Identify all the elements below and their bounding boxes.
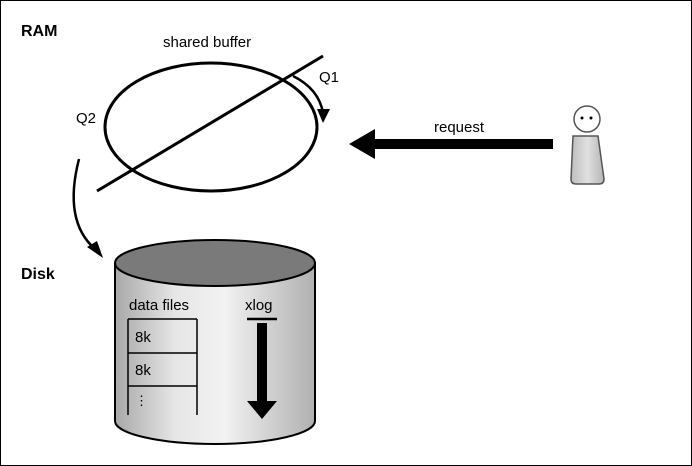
ram-label: RAM: [21, 23, 57, 40]
buffer-slash-line: [96, 54, 324, 193]
data-block-1: 8k: [135, 329, 151, 346]
disk-label: Disk: [21, 266, 55, 283]
q2-arrowhead: [87, 241, 103, 258]
data-block-more: ⋮: [135, 393, 148, 408]
data-block-2: 8k: [135, 362, 151, 379]
xlog-arrow-shaft: [257, 323, 267, 403]
shared-buffer-label: shared buffer: [163, 34, 251, 51]
request-arrowhead: [349, 129, 375, 159]
data-files-label: data files: [129, 297, 189, 314]
shared-buffer-ellipse: [103, 61, 319, 193]
xlog-arrowhead: [247, 401, 277, 419]
request-arrow-shaft: [373, 139, 553, 149]
q1-label: Q1: [319, 69, 339, 86]
xlog-label: xlog: [245, 297, 273, 314]
q2-arrow: [72, 158, 96, 250]
data-file-blocks: [127, 318, 198, 415]
request-label: request: [434, 119, 485, 136]
q1-arrowhead: [317, 109, 330, 123]
q2-label: Q2: [76, 110, 96, 127]
user-icon: [570, 105, 605, 185]
